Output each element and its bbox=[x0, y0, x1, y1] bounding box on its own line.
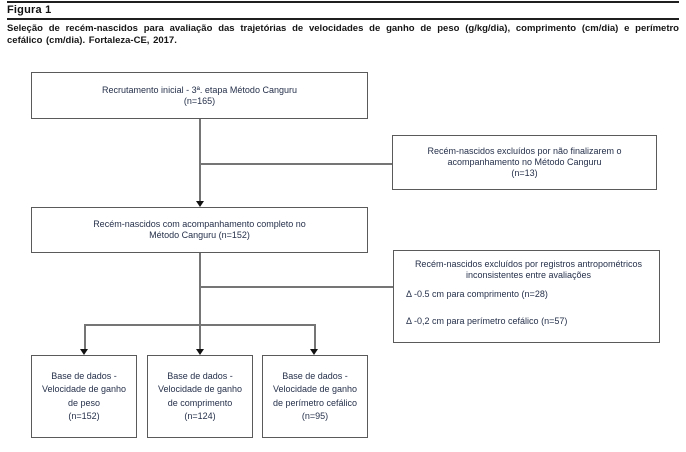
connector-branch-excluded-kangaroo bbox=[200, 163, 392, 165]
header-divider-line bbox=[7, 18, 679, 20]
figure-caption: Seleção de recém-nascidos para avaliação… bbox=[7, 23, 679, 46]
connector-recruitment-to-complete bbox=[199, 119, 201, 202]
flow-box-text: Base de dados - bbox=[167, 370, 233, 381]
figure-label: Figura 1 bbox=[7, 4, 52, 16]
flow-box-count: (n=95) bbox=[301, 411, 329, 421]
connector-to-database-head bbox=[314, 324, 316, 350]
arrow-down-icon bbox=[80, 349, 88, 355]
flow-box-database-weight: Base de dados - Velocidade de ganho de p… bbox=[31, 355, 137, 438]
flow-box-excluded-kangaroo: Recém-nascidos excluídos por não finaliz… bbox=[392, 135, 657, 190]
flow-box-text: de perímetro cefálico bbox=[272, 397, 358, 408]
flow-box-text: Recém-nascidos com acompanhamento comple… bbox=[93, 219, 306, 229]
flow-box-count: (n=165) bbox=[183, 95, 216, 106]
arrow-down-icon bbox=[196, 201, 204, 207]
flow-box-text: Método Canguru (n=152) bbox=[149, 230, 250, 240]
flow-box-text: Recém-nascidos excluídos por registros a… bbox=[414, 259, 643, 269]
flow-box-text: inconsistentes entre avaliações bbox=[465, 270, 592, 280]
flow-box-text: Base de dados - bbox=[51, 370, 117, 381]
flow-box-text: Recrutamento inicial - 3ª. etapa Método … bbox=[102, 84, 297, 95]
flow-box-count: (n=124) bbox=[184, 411, 216, 421]
flow-box-text: acompanhamento no Método Canguru bbox=[447, 157, 602, 167]
flow-box-database-length: Base de dados - Velocidade de ganho de c… bbox=[147, 355, 253, 438]
flow-box-text: Velocidade de ganho bbox=[157, 384, 243, 394]
flow-box-database-head-circumference: Base de dados - Velocidade de ganho de p… bbox=[262, 355, 368, 438]
connector-to-database-weight bbox=[84, 324, 86, 350]
flow-box-text: Velocidade de ganho bbox=[41, 384, 127, 394]
flow-box-text: de peso bbox=[67, 397, 101, 408]
flow-box-text: Base de dados - bbox=[282, 370, 348, 381]
flow-box-excluded-inconsistent: Recém-nascidos excluídos por registros a… bbox=[393, 250, 660, 343]
connector-to-database-length bbox=[199, 324, 201, 350]
flow-box-delta-item: Δ -0.5 cm para comprimento (n=28) bbox=[406, 289, 548, 299]
flow-box-count: (n=13) bbox=[511, 168, 538, 178]
arrow-down-icon bbox=[196, 349, 204, 355]
flow-box-text: de comprimento bbox=[167, 397, 233, 408]
flow-box-recruitment: Recrutamento inicial - 3ª. etapa Método … bbox=[31, 72, 368, 119]
flow-box-text: Recém-nascidos excluídos por não finaliz… bbox=[427, 146, 622, 156]
flow-box-text: Velocidade de ganho bbox=[272, 384, 358, 394]
top-divider-line bbox=[7, 1, 679, 3]
flow-box-delta-item: Δ -0,2 cm para perímetro cefálico (n=57) bbox=[406, 316, 568, 326]
arrow-down-icon bbox=[310, 349, 318, 355]
connector-branch-excluded-inconsistent bbox=[200, 286, 393, 288]
connector-complete-to-databases bbox=[199, 253, 201, 324]
flow-box-complete-followup: Recém-nascidos com acompanhamento comple… bbox=[31, 207, 368, 253]
flow-box-count: (n=152) bbox=[68, 411, 100, 421]
